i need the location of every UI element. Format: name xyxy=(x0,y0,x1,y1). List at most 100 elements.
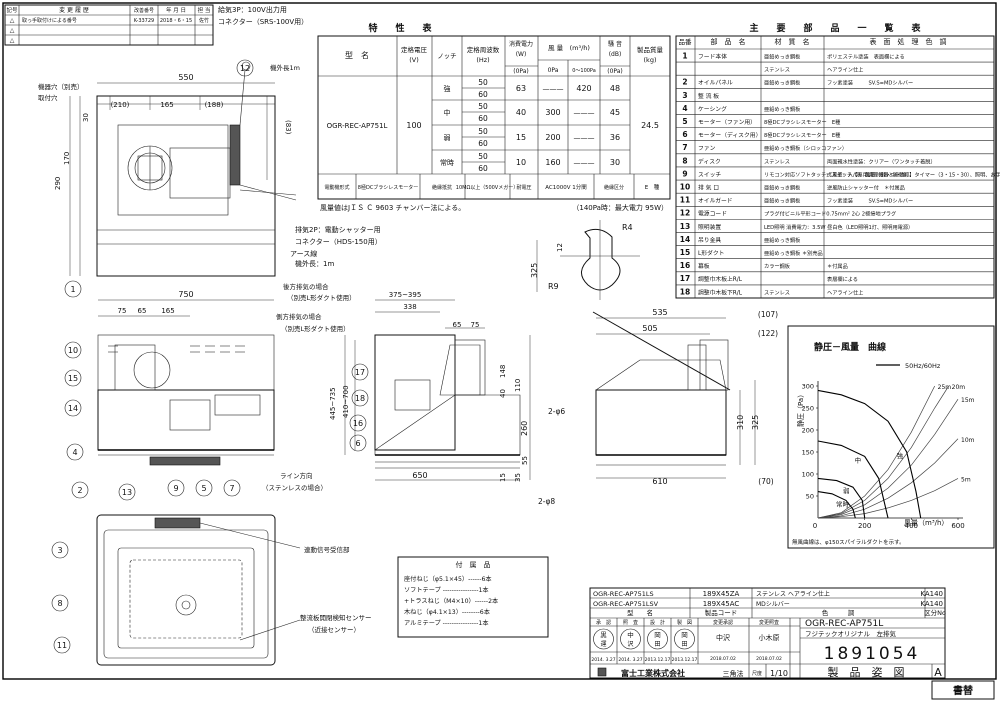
char-f2: 60 xyxy=(478,114,488,123)
char-h-power: 消費電力 xyxy=(509,40,533,48)
dim-side-110: 110 xyxy=(514,379,522,392)
dim-top-290: 290 xyxy=(54,177,62,190)
char-air0: 300 xyxy=(545,108,560,117)
part-balloon-1 xyxy=(64,280,82,298)
char-row-weak: 弱 50 60 15 200 ——— 36 xyxy=(444,127,621,148)
char-h-freq-unit: (Hz) xyxy=(476,56,489,64)
series-弱 xyxy=(817,477,866,519)
variant-model: OGR-REC-AP751LS xyxy=(593,590,654,598)
parts-row-name: モーター（ディスク用） xyxy=(698,131,761,139)
dim-right-505: 505 xyxy=(642,324,657,333)
dim-right-610: 610 xyxy=(652,477,667,486)
parts-row-name: フード本体 xyxy=(698,52,727,60)
part-balloon-label: 5 xyxy=(201,484,206,493)
role-label: 製 図 xyxy=(677,619,692,626)
char-insulation-label: 絶縁抵抗 xyxy=(432,184,452,191)
dim-right-535: 535 xyxy=(652,308,667,317)
dim-hole-12: 12 xyxy=(556,243,564,252)
parts-row-material: プラグ付ビニル平形コード0.75mm² 2心 2極接地プラグ xyxy=(764,210,896,218)
dim-side-75: 75 xyxy=(471,321,480,329)
char-air0: 200 xyxy=(545,133,560,142)
note-connector2: コネクター（HDS-150用） xyxy=(295,237,382,246)
char-title: 特 性 表 xyxy=(368,22,432,34)
parts-row-no: 14 xyxy=(680,235,690,244)
duct-curve-10m xyxy=(817,438,959,519)
char-air100: ——— xyxy=(574,109,595,117)
parts-row-surface: ヘアライン仕上 xyxy=(827,66,863,74)
stamp-date: 2014. 3.27 xyxy=(591,657,615,663)
x-tick-label: 200 xyxy=(858,522,871,530)
parts-row-name: ディスク xyxy=(698,157,721,165)
char-row-constant: 常時 50 60 10 160 ——— 30 xyxy=(440,152,620,173)
part-balloon-10 xyxy=(64,341,82,359)
part-balloon-17 xyxy=(351,363,369,381)
tb-change-label2: 変更照査 xyxy=(759,619,779,626)
char-power: 63 xyxy=(516,84,526,93)
char-row-strong: 強 50 60 63 ——— 420 48 xyxy=(444,78,621,99)
char-h-voltage: 定格電圧 xyxy=(401,45,428,54)
char-h-mass-unit: (kg) xyxy=(644,56,657,64)
series-label: 常時 xyxy=(836,499,850,508)
dim-right-325: 325 xyxy=(751,415,760,430)
part-balloon-7 xyxy=(223,479,241,497)
stamp-sub: 運 xyxy=(600,641,606,648)
parts-row-name: 調整巾木板上R/L xyxy=(698,275,743,283)
variant-kcode: KA140 xyxy=(920,600,943,608)
parts-h-name: 部 品 名 xyxy=(711,37,746,46)
char-class-label: 絶縁区分 xyxy=(604,184,624,191)
y-tick-label: 50 xyxy=(806,493,814,501)
callout-side-exhaust: 側方排気の場合 xyxy=(276,312,322,321)
note-power-cable: 給気3P：100V出力用 xyxy=(218,5,287,14)
title-block-grid xyxy=(589,587,995,700)
curve-ylabel: 静圧（Pa） xyxy=(796,391,805,427)
char-class-value: E 種 xyxy=(645,183,660,191)
rev-header-2: 改善番号 xyxy=(134,7,154,14)
char-model: OGR-REC-AP751L xyxy=(327,122,388,130)
part-balloon-label: 13 xyxy=(122,488,132,497)
duct-curve-label: 15m xyxy=(961,397,975,404)
char-motor-value: 8極DCブラシレスモーター xyxy=(358,184,418,191)
rev-row2-sym: △ xyxy=(10,37,15,44)
char-h-mass: 製品質量 xyxy=(637,45,664,54)
sheet-border xyxy=(2,2,997,680)
series-label: 強 xyxy=(897,452,904,460)
char-h-air0: 0Pa xyxy=(548,67,559,74)
char-h-voltage-unit: (V) xyxy=(409,56,419,64)
stamp-name: 岡 xyxy=(654,631,661,639)
part-balloon-15 xyxy=(64,369,82,387)
part-balloon-label: 17 xyxy=(355,368,365,377)
char-notch: 強 xyxy=(444,85,451,93)
duct-curve-25m xyxy=(817,385,936,519)
parts-row-material: 亜鉛めっき鋼板 xyxy=(764,236,801,244)
dim-hole-r9: R9 xyxy=(548,282,559,291)
parts-row-material: ステンレス xyxy=(764,158,790,165)
stamp-date: 2013.12.17 xyxy=(672,657,698,663)
part-balloon-8 xyxy=(51,594,69,612)
parts-row-surface: 逆風防止シャッター付 ＊付属品 xyxy=(827,183,905,191)
dim-side-65: 65 xyxy=(453,321,462,329)
rev-row0-sym: △ xyxy=(10,17,15,24)
stamp-name: 黒 xyxy=(600,631,607,639)
tb-col-class: 区分No xyxy=(924,608,946,617)
tb-scale-label: 尺度 xyxy=(752,670,762,677)
part-balloon-13 xyxy=(118,483,136,501)
y-tick-label: 150 xyxy=(802,449,814,457)
accessories-title: 付 属 品 xyxy=(456,560,491,569)
char-noise: 36 xyxy=(610,133,620,142)
tb-change-label: 変更承認 xyxy=(713,619,733,626)
front-view xyxy=(97,299,356,466)
duct-curve-5m xyxy=(817,478,959,519)
parts-row-name: 調整巾木板下R/L xyxy=(698,288,743,296)
part-balloon-label: 14 xyxy=(68,404,78,413)
parts-row-surface: ＊付属品 xyxy=(827,262,848,270)
rev-header-0: 記号 xyxy=(6,6,18,14)
curve-xlabel: 風量（m³/h） xyxy=(904,519,948,527)
dim-front-75: 75 xyxy=(118,307,127,315)
variant-model: OGR-REC-AP751LSV xyxy=(593,600,659,608)
char-withstand-label: 耐電圧 xyxy=(516,184,531,191)
parts-row-no: 13 xyxy=(680,222,690,231)
revision-table: 記号 変 更 履 歴 改善番号 年 月 日 担 当 △ 取っ手取付けによる番号 … xyxy=(4,4,214,46)
parts-row-no: 15 xyxy=(680,248,690,257)
curve-note: 無風曲線は、φ150スパイラルダクトを示す。 xyxy=(792,538,905,546)
